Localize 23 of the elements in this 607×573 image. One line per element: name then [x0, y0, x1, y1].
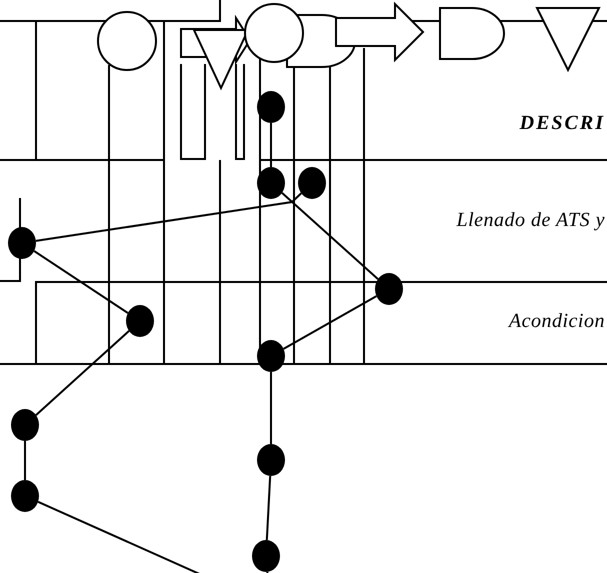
activity-dot — [257, 444, 285, 476]
activity-dot — [257, 167, 285, 199]
activity-description: Acondicion — [508, 310, 605, 333]
activity-dot — [375, 273, 403, 305]
activity-dot — [257, 340, 285, 372]
connector-line — [270, 372, 272, 444]
activity-dot — [11, 480, 39, 512]
connector-line — [270, 123, 272, 167]
activity-dot — [126, 305, 154, 337]
column-heading: DESCRI — [520, 112, 605, 135]
activity-dot — [11, 409, 39, 441]
connector-line — [36, 192, 302, 242]
connector-line — [24, 441, 26, 480]
activity-dot — [252, 540, 280, 572]
activity-description: Llenado de ATS y — [456, 209, 605, 232]
connector-line — [266, 476, 272, 540]
activity-dot — [8, 227, 36, 259]
connector-line — [35, 330, 130, 416]
activity-dot — [257, 91, 285, 123]
connector-line — [283, 295, 377, 350]
connector-line — [34, 250, 128, 314]
connector-line — [281, 192, 379, 280]
activity-dot — [298, 167, 326, 199]
